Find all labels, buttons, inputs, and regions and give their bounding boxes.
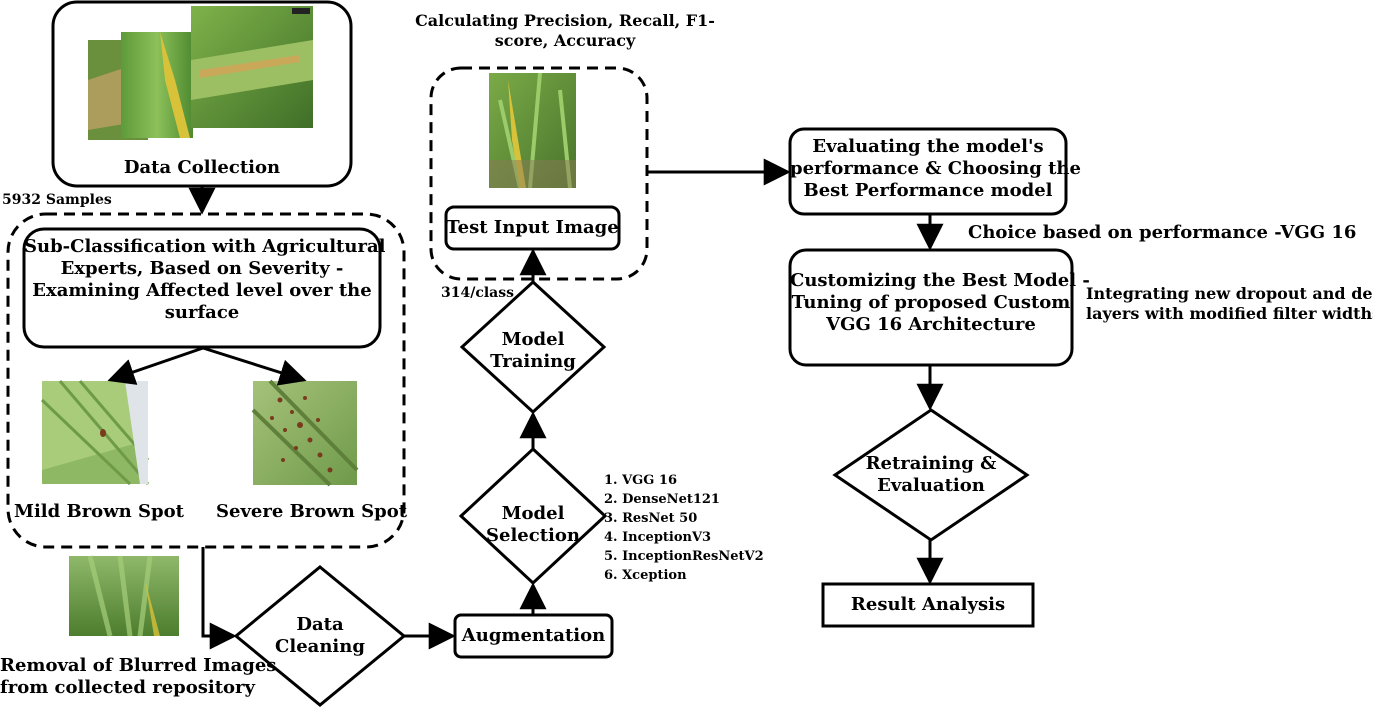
integrating-label: Integrating new dropout and dense layers… — [1086, 284, 1373, 323]
model-list-item: 3. ResNet 50 — [604, 511, 698, 526]
mild-brown-spot-photo — [40, 380, 150, 486]
augmentation-label: Augmentation — [461, 625, 606, 646]
data-cleaning-line-1: Data — [296, 614, 344, 635]
test-photo — [489, 72, 576, 189]
mild-brown-spot-label: Mild Brown Spot — [14, 501, 184, 522]
per-class-label: 314/class — [441, 285, 515, 301]
model-training-label: Model Training — [473, 329, 593, 373]
model-training-line-2: Training — [490, 350, 576, 372]
customizing-line-2: Tuning of proposed Custom — [791, 291, 1071, 313]
integrating-line-2: layers with modified filter widths — [1086, 303, 1373, 323]
connectors — [107, 158, 944, 650]
data-cleaning-label: Data Cleaning — [260, 614, 380, 658]
metrics-line-1: Calculating Precision, Recall, F1- — [415, 11, 715, 30]
model-list-item: 1. VGG 16 — [604, 473, 678, 488]
subclassification-label: Sub-Classification with Agricultural Exp… — [24, 236, 386, 324]
subclassification-line-2: Experts, Based on Severity - — [60, 257, 344, 279]
model-training-line-1: Model — [501, 329, 565, 350]
metrics-label: Calculating Precision, Recall, F1- score… — [400, 11, 730, 50]
customizing-line-3: VGG 16 Architecture — [826, 313, 1036, 335]
subclassification-line-3: Examining Affected level over the — [32, 279, 372, 301]
subclassification-container — [6, 212, 406, 549]
integrating-line-1: Integrating new dropout and dense — [1086, 284, 1373, 303]
severe-brown-spot-photo — [251, 379, 359, 487]
result-box — [821, 582, 1035, 628]
evaluating-label: Evaluating the model's performance & Cho… — [790, 136, 1081, 202]
blurred-photo — [69, 555, 179, 637]
subclassification-line-4: surface — [164, 301, 240, 323]
model-selection-label: Model Selection — [473, 503, 593, 547]
result-label: Result Analysis — [850, 594, 1006, 615]
model-list-item: 6. Xception — [604, 568, 687, 583]
removal-label: Removal of Blurred Images from collected… — [0, 655, 277, 699]
model-list-item: 4. InceptionV3 — [604, 530, 712, 545]
customizing-label: Customizing the Best Model - Tuning of p… — [790, 270, 1090, 336]
model-selection-line-2: Selection — [486, 524, 580, 546]
model-list-item: 2. DenseNet121 — [604, 492, 720, 507]
model-list-item: 5. InceptionResNetV2 — [604, 549, 764, 564]
severe-brown-spot-label: Severe Brown Spot — [216, 501, 408, 522]
retraining-label: Retraining & Evaluation — [861, 453, 1001, 497]
test-input-label: Test Input Image — [446, 217, 619, 238]
retraining-line-2: Evaluation — [877, 474, 985, 496]
subclassification-line-1: Sub-Classification with Agricultural — [24, 236, 386, 257]
data-collection-photos — [88, 6, 313, 140]
removal-line-1: Removal of Blurred Images — [0, 655, 277, 676]
retraining-line-1: Retraining & — [865, 453, 997, 474]
model-list: 1. VGG 16 2. DenseNet121 3. ResNet 50 4.… — [604, 471, 764, 585]
metrics-line-2: score, Accuracy — [494, 30, 636, 50]
choice-label: Choice based on performance -VGG 16 — [968, 222, 1357, 243]
customizing-line-1: Customizing the Best Model - — [790, 270, 1090, 291]
evaluating-line-3: Best Performance model — [803, 179, 1053, 201]
removal-line-2: from collected repository — [0, 676, 255, 698]
data-cleaning-diamond — [233, 565, 407, 707]
samples-label: 5932 Samples — [2, 192, 112, 208]
evaluating-line-1: Evaluating the model's — [812, 136, 1044, 157]
model-selection-line-1: Model — [501, 503, 565, 524]
data-collection-label: Data Collection — [123, 157, 281, 178]
evaluating-line-2: performance & Choosing the — [790, 157, 1081, 179]
data-cleaning-line-2: Cleaning — [275, 635, 365, 657]
